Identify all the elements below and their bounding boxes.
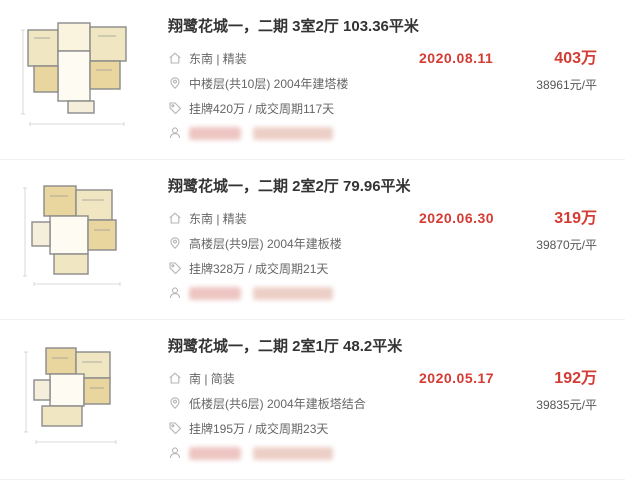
orientation-row: 东南 | 精装 bbox=[168, 51, 419, 66]
total-price: 403万 bbox=[554, 50, 597, 67]
listing-tag-icon bbox=[168, 101, 182, 115]
agent-row bbox=[168, 126, 419, 140]
unit-price: 38961元/平 bbox=[536, 78, 597, 92]
listing-card[interactable]: 翔鹭花城一，二期 2室1厅 48.2平米 南 | 简装 低楼层(共6层) 200… bbox=[0, 320, 625, 480]
floor-plan-drawing bbox=[24, 347, 117, 444]
floor-plan-image[interactable] bbox=[20, 18, 142, 130]
floor-plan-drawing bbox=[23, 185, 121, 286]
location-pin-icon bbox=[168, 76, 182, 90]
deal-date: 2020.08.11 bbox=[419, 50, 494, 66]
agent-company-blurred bbox=[253, 446, 333, 460]
listing-content: 翔鹭花城一，二期 2室1厅 48.2平米 南 | 简装 低楼层(共6层) 200… bbox=[168, 334, 419, 479]
listing-tag-icon bbox=[168, 261, 182, 275]
listing-tag-icon bbox=[168, 421, 182, 435]
price-column: 2020.05.17 192万 39835元/平 bbox=[419, 334, 597, 479]
floor-row: 低楼层(共6层) 2004年建板塔结合 bbox=[168, 396, 419, 411]
listing-card[interactable]: 翔鹭花城一，二期 3室2厅 103.36平米 东南 | 精装 中楼层(共10层)… bbox=[0, 0, 625, 160]
unit-price: 39870元/平 bbox=[536, 238, 597, 252]
listing-cycle-row: 挂牌195万 / 成交周期23天 bbox=[168, 421, 419, 436]
agent-person-icon bbox=[168, 126, 182, 140]
deal-date: 2020.05.17 bbox=[419, 370, 495, 386]
agent-name-blurred bbox=[189, 126, 241, 140]
orientation-text: 东南 | 精装 bbox=[189, 211, 247, 226]
agent-person-icon bbox=[168, 446, 182, 460]
listing-card[interactable]: 翔鹭花城一，二期 2室2厅 79.96平米 东南 | 精装 高楼层(共9层) 2… bbox=[0, 160, 625, 320]
unit-price: 39835元/平 bbox=[536, 398, 597, 412]
agent-company-blurred bbox=[253, 286, 333, 300]
agent-person-icon bbox=[168, 286, 182, 300]
floor-row: 中楼层(共10层) 2004年建塔楼 bbox=[168, 76, 419, 91]
floor-text: 高楼层(共9层) 2004年建板楼 bbox=[189, 236, 342, 251]
agent-name-blurred bbox=[189, 446, 241, 460]
agent-row bbox=[168, 286, 419, 300]
location-pin-icon bbox=[168, 236, 182, 250]
listing-cycle-text: 挂牌420万 / 成交周期117天 bbox=[189, 101, 335, 116]
house-icon bbox=[168, 51, 182, 65]
listing-cycle-text: 挂牌328万 / 成交周期21天 bbox=[189, 261, 329, 276]
orientation-text: 东南 | 精装 bbox=[189, 51, 247, 66]
listing-cycle-row: 挂牌420万 / 成交周期117天 bbox=[168, 101, 419, 116]
listing-cycle-row: 挂牌328万 / 成交周期21天 bbox=[168, 261, 419, 276]
floor-text: 中楼层(共10层) 2004年建塔楼 bbox=[189, 76, 349, 91]
listing-title[interactable]: 翔鹭花城一，二期 2室1厅 48.2平米 bbox=[168, 338, 403, 355]
house-icon bbox=[168, 371, 182, 385]
deal-date: 2020.06.30 bbox=[419, 210, 495, 226]
price-column: 2020.08.11 403万 38961元/平 bbox=[419, 14, 597, 159]
listing-content: 翔鹭花城一，二期 3室2厅 103.36平米 东南 | 精装 中楼层(共10层)… bbox=[168, 14, 419, 159]
orientation-row: 东南 | 精装 bbox=[168, 211, 419, 226]
floor-plan-image[interactable] bbox=[20, 338, 142, 450]
orientation-text: 南 | 简装 bbox=[189, 371, 235, 386]
location-pin-icon bbox=[168, 396, 182, 410]
total-price: 192万 bbox=[554, 370, 597, 387]
agent-company-blurred bbox=[253, 126, 333, 140]
listing-title[interactable]: 翔鹭花城一，二期 3室2厅 103.36平米 bbox=[168, 18, 419, 35]
total-price: 319万 bbox=[554, 210, 597, 227]
floor-plan-drawing bbox=[21, 22, 127, 126]
orientation-row: 南 | 简装 bbox=[168, 371, 419, 386]
listing-cycle-text: 挂牌195万 / 成交周期23天 bbox=[189, 421, 329, 436]
floor-text: 低楼层(共6层) 2004年建板塔结合 bbox=[189, 396, 366, 411]
floor-plan-image[interactable] bbox=[20, 178, 142, 290]
agent-row bbox=[168, 446, 419, 460]
listing-content: 翔鹭花城一，二期 2室2厅 79.96平米 东南 | 精装 高楼层(共9层) 2… bbox=[168, 174, 419, 319]
agent-name-blurred bbox=[189, 286, 241, 300]
floor-row: 高楼层(共9层) 2004年建板楼 bbox=[168, 236, 419, 251]
listing-title[interactable]: 翔鹭花城一，二期 2室2厅 79.96平米 bbox=[168, 178, 411, 195]
price-column: 2020.06.30 319万 39870元/平 bbox=[419, 174, 597, 319]
house-icon bbox=[168, 211, 182, 225]
